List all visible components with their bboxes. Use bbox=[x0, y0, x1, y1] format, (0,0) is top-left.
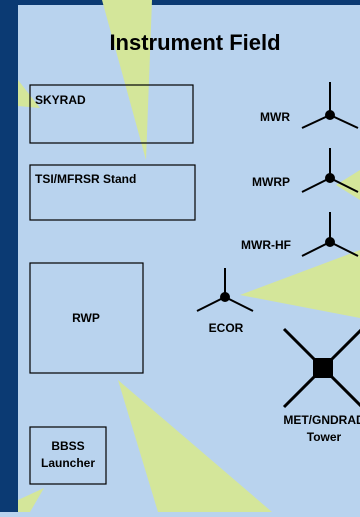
met-tower-node bbox=[313, 358, 333, 378]
rwp-label: RWP bbox=[72, 311, 100, 325]
beam-top-center bbox=[102, 0, 152, 160]
beam-left-upper bbox=[18, 80, 40, 108]
met-tower-label-line1: MET/GNDRAD bbox=[283, 413, 360, 427]
top-frame bbox=[0, 0, 360, 5]
left-frame bbox=[0, 0, 18, 512]
mwr-node bbox=[325, 110, 335, 120]
mwrp-node bbox=[325, 173, 335, 183]
skyrad-area bbox=[29, 84, 194, 144]
bbss-label-line1: BBSS bbox=[51, 439, 84, 453]
mwr-hf-label: MWR-HF bbox=[241, 238, 291, 252]
bbss-launcher-area bbox=[29, 426, 107, 485]
tsi-mfrsr-stand-area bbox=[29, 164, 196, 221]
mwr-label: MWR bbox=[260, 110, 290, 124]
met-tower-label-line2: Tower bbox=[307, 430, 342, 444]
beam-right-mwrp bbox=[336, 170, 360, 200]
skyrad-label: SKYRAD bbox=[35, 93, 86, 107]
mwrp-label: MWRP bbox=[252, 175, 290, 189]
rwp-area bbox=[29, 262, 144, 374]
tsi-mfrsr-stand-label: TSI/MFRSR Stand bbox=[35, 172, 136, 186]
beam-bottom-left bbox=[18, 488, 44, 512]
ecor-node bbox=[220, 292, 230, 302]
mwr-hf-node bbox=[325, 237, 335, 247]
ecor-label: ECOR bbox=[209, 321, 244, 335]
beam-ecor bbox=[240, 250, 360, 318]
page-title: Instrument Field bbox=[109, 30, 280, 55]
beam-bottom-center bbox=[118, 380, 272, 512]
mwr-symbol bbox=[301, 82, 359, 129]
bbss-label-line2: Launcher bbox=[41, 456, 95, 470]
